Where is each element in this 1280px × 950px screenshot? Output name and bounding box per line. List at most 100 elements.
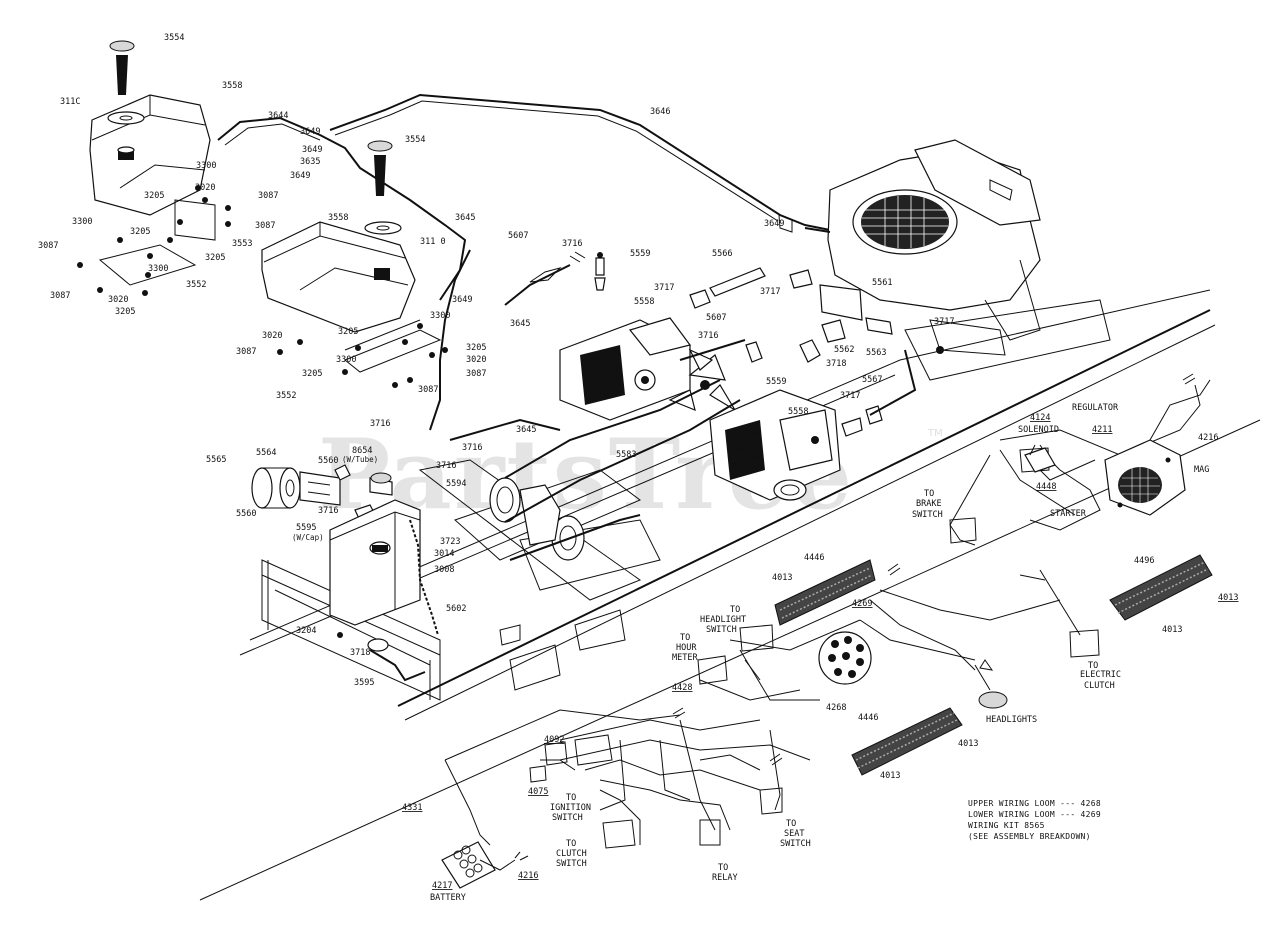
ground-symbols [672, 373, 1196, 766]
part-label-4013b: 4013 [1218, 593, 1238, 603]
control-cable [504, 264, 746, 361]
part-label-meter: METER [672, 653, 698, 663]
part-label-3635: 3635 [300, 157, 320, 167]
part-label-3649e: 3649 [764, 219, 784, 229]
part-label-4448: 4448 [1036, 482, 1056, 492]
part-label-3716a: 3716 [562, 239, 582, 249]
part-label-switch5: SWITCH [780, 839, 811, 849]
part-label-3087d: 3087 [50, 291, 70, 301]
part-label-headlight: HEADLIGHT [700, 615, 746, 625]
part-label-4446a: 4446 [804, 553, 824, 563]
part-label-4216b: 4216 [518, 871, 538, 881]
part-label-3205g: 3205 [302, 369, 322, 379]
part-label-3300a: 3300 [196, 161, 216, 171]
part-label-5607b: 5607 [706, 313, 726, 323]
part-label-3649b: 3649 [302, 145, 322, 155]
fuel-lines [217, 93, 831, 441]
part-label-5566: 5566 [712, 249, 732, 259]
battery-box [329, 499, 421, 626]
part-label-3718a: 3718 [826, 359, 846, 369]
part-label-3717a: 3717 [654, 283, 674, 293]
part-label-reg: REGULATOR [1072, 403, 1119, 413]
part-label-4331: 4331 [402, 803, 422, 813]
part-label-4013e: 4013 [880, 771, 900, 781]
part-label-switch4: SWITCH [556, 859, 587, 869]
part-label-5561: 5561 [872, 278, 892, 288]
part-label-3645a: 3645 [455, 213, 475, 223]
part-label-4013d: 4013 [958, 739, 978, 749]
wiring-harness [444, 384, 1201, 849]
part-label-3204: 3204 [296, 626, 316, 636]
part-label-5594: 5594 [446, 479, 466, 489]
part-label-3020d: 3020 [466, 355, 486, 365]
part-label-3087a: 3087 [258, 191, 278, 201]
part-label-4446b: 4446 [858, 713, 878, 723]
part-label-3649c: 3649 [290, 171, 310, 181]
part-label-5595c: (W/Cap) [292, 533, 324, 542]
engine-screen-grid [862, 196, 948, 248]
part-label-8654: 8654 [352, 446, 372, 456]
wiring-loom-right [1109, 554, 1213, 621]
wiring-loom-lower [851, 707, 963, 776]
part-label-5607a: 5607 [508, 231, 528, 241]
part-label-mag: MAG [1194, 465, 1209, 475]
part-label-3020c: 3020 [262, 331, 282, 341]
part-label-5583: 5583 [616, 450, 636, 460]
watermark-tm: TM [927, 428, 943, 439]
part-label-seat: SEAT [784, 829, 804, 839]
solenoid [1024, 444, 1056, 473]
part-label-3649d: 3649 [452, 295, 472, 305]
legend-line-4: (SEE ASSEMBLY BREAKDOWN) [968, 832, 1091, 841]
engine [827, 139, 1041, 356]
fittings [569, 214, 917, 437]
part-label-3716e: 3716 [436, 461, 456, 471]
headlight-bulb-icon [974, 659, 1008, 709]
part-label-3718b: 3718 [350, 648, 370, 658]
part-label-3723: 3723 [440, 537, 460, 547]
part-label-4075: 4075 [528, 787, 548, 797]
part-label-to5: TO [566, 793, 576, 803]
part-label-sol: SOLENOID [1018, 425, 1059, 435]
part-label-to1: TO [924, 489, 934, 499]
part-label-3205b: 3205 [130, 227, 150, 237]
part-label-3205e: 3205 [338, 327, 358, 337]
part-label-3110a: 311C [60, 97, 80, 107]
legend-line-3: WIRING KIT 8565 [968, 821, 1045, 830]
fuel-tank-left [89, 94, 211, 216]
part-label-4013a: 4013 [772, 573, 792, 583]
part-label-3553: 3553 [232, 239, 252, 249]
part-label-5558b: 5558 [788, 407, 808, 417]
part-label-ignition: IGNITION [550, 803, 591, 813]
part-label-3205f: 3205 [466, 343, 486, 353]
part-label-to8: TO [718, 863, 728, 873]
part-label-3717d: 3717 [840, 391, 860, 401]
part-label-5563: 5563 [866, 348, 886, 358]
part-label-5564: 5564 [256, 448, 276, 458]
part-label-3087f: 3087 [466, 369, 486, 379]
part-label-4216a: 4216 [1198, 433, 1218, 443]
part-label-3716d: 3716 [462, 443, 482, 453]
part-label-3716c: 3716 [370, 419, 390, 429]
part-label-electric: ELECTRIC [1080, 670, 1121, 680]
part-label-3716b: 3716 [698, 331, 718, 341]
part-label-headlights: HEADLIGHTS [986, 715, 1037, 725]
part-label-brake: BRAKE [916, 499, 942, 509]
part-label-switch3: SWITCH [552, 813, 583, 823]
part-label-3646: 3646 [650, 107, 670, 117]
part-label-3300d: 3300 [430, 311, 450, 321]
part-label-3644: 3644 [268, 111, 288, 121]
part-label-to3: TO [730, 605, 740, 615]
wiring-legend: UPPER WIRING LOOM --- 4268 LOWER WIRING … [968, 799, 1101, 841]
legend-line-2: LOWER WIRING LOOM --- 4269 [968, 810, 1101, 819]
part-label-3300b: 3300 [72, 217, 92, 227]
part-label-5562: 5562 [834, 345, 854, 355]
part-label-5595: 5595 [296, 523, 316, 533]
part-label-3300c: 3300 [148, 264, 168, 274]
part-label-4428: 4428 [672, 683, 692, 693]
part-label-5565: 5565 [206, 455, 226, 465]
legend-line-1: UPPER WIRING LOOM --- 4268 [968, 799, 1101, 808]
fuel-cap-left-icon [109, 40, 135, 95]
part-label-starter: STARTER [1050, 509, 1087, 519]
part-label-clutch: CLUTCH [1084, 681, 1115, 691]
